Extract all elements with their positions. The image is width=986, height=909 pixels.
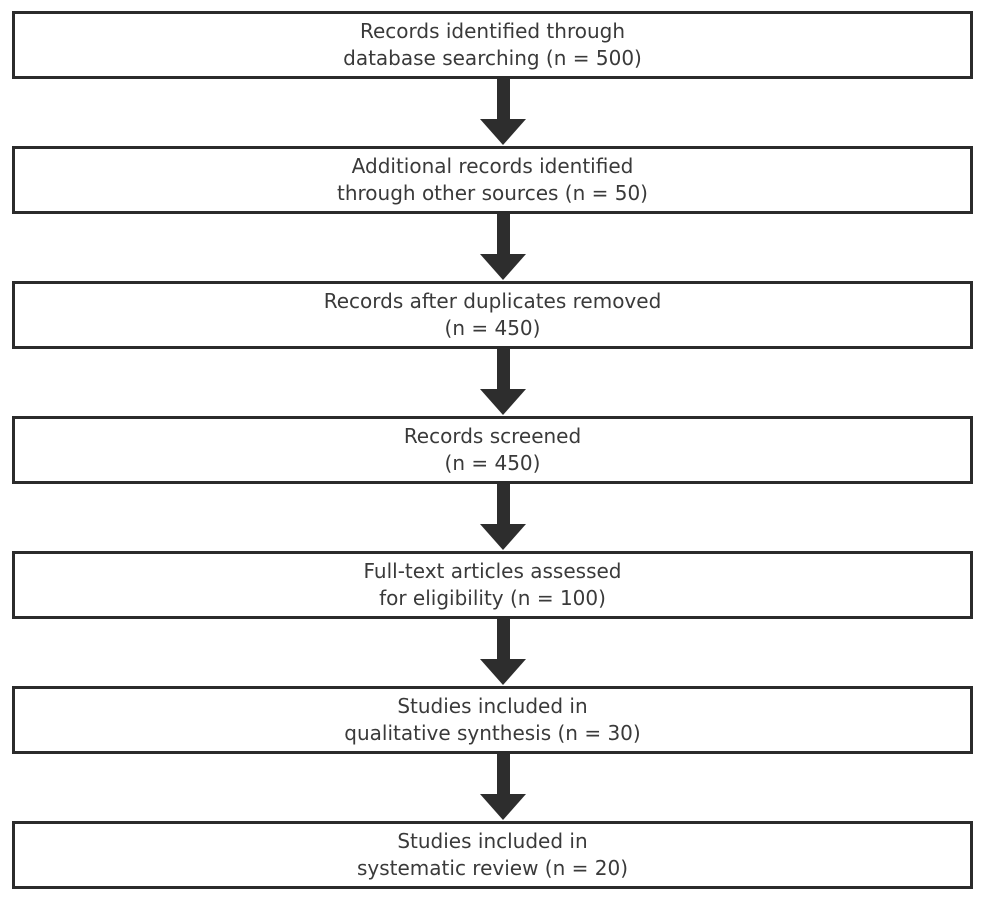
down-arrow-shaft [496, 484, 510, 524]
down-arrow [10, 349, 986, 416]
flow-box-records-screened: Records screened (n = 450) [12, 416, 973, 484]
down-arrow-shaft [496, 349, 510, 389]
box-text-line: database searching (n = 500) [343, 46, 642, 70]
down-arrow [10, 484, 986, 551]
box-text-line: Additional records identified [351, 154, 634, 178]
box-text-line: Full-text articles assessed [363, 559, 622, 583]
down-arrow-head [480, 794, 526, 820]
box-text-line: Records screened [403, 424, 582, 448]
down-arrow-head [480, 254, 526, 280]
down-arrow-head [480, 389, 526, 415]
box-text-line: (n = 450) [444, 316, 541, 340]
flow-box-studies-systematic-review: Studies included in systematic review (n… [12, 821, 973, 889]
down-arrow-head [480, 119, 526, 145]
down-arrow [10, 619, 986, 686]
down-arrow [10, 214, 986, 281]
box-text-line: qualitative synthesis (n = 30) [344, 721, 641, 745]
box-text-line: Studies included in [397, 694, 588, 718]
box-text-line: through other sources (n = 50) [337, 181, 648, 205]
flow-box-studies-qualitative-synthesis: Studies included in qualitative synthesi… [12, 686, 973, 754]
box-text-line: systematic review (n = 20) [356, 856, 628, 880]
down-arrow-head [480, 524, 526, 550]
box-text-line: for eligibility (n = 100) [379, 586, 606, 610]
flow-box-records-identified-database: Records identified through database sear… [12, 11, 973, 79]
down-arrow [10, 79, 986, 146]
box-text-line: Records after duplicates removed [323, 289, 662, 313]
flow-box-records-after-duplicates-removed: Records after duplicates removed (n = 45… [12, 281, 973, 349]
box-text-line: Studies included in [397, 829, 588, 853]
down-arrow-shaft [496, 619, 510, 659]
box-text-line: (n = 450) [444, 451, 541, 475]
prisma-flow-diagram: Records identified through database sear… [10, 11, 986, 889]
down-arrow-shaft [496, 214, 510, 254]
box-text-line: Records identified through [359, 19, 626, 43]
flow-box-additional-records-other-sources: Additional records identified through ot… [12, 146, 973, 214]
down-arrow-shaft [496, 754, 510, 794]
flow-box-fulltext-articles-assessed: Full-text articles assessed for eligibil… [12, 551, 973, 619]
down-arrow-shaft [496, 79, 510, 119]
down-arrow [10, 754, 986, 821]
down-arrow-head [480, 659, 526, 685]
